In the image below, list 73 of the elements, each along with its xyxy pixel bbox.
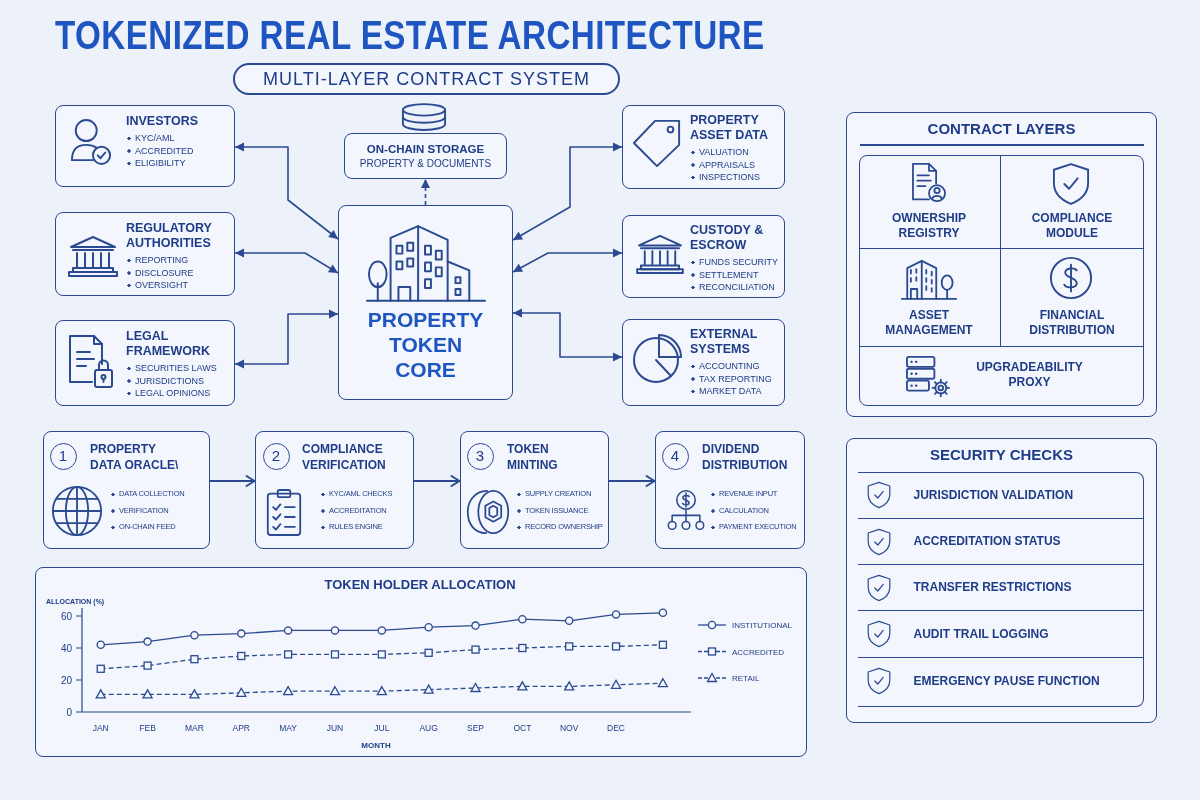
- card-title: EXTERNAL SYSTEMS: [690, 327, 759, 357]
- panel-title: SECURITY CHECKS: [929, 446, 1074, 464]
- tick-label: NOV: [560, 723, 579, 733]
- check-label: JURISDICTION VALIDATION: [913, 487, 1074, 503]
- double-headed-arrow: [234, 248, 339, 274]
- tick-label: JAN: [92, 723, 109, 733]
- step-title: PROPERTY DATA ORACLE\: [90, 441, 180, 473]
- arrow: [209, 475, 256, 487]
- double-headed-arrow: [234, 142, 339, 240]
- layer-label: COMPLIANCE MODULE: [1030, 210, 1114, 241]
- contract-layer-tile: [858, 248, 1001, 347]
- card-title: LEGAL FRAMEWORK: [126, 329, 211, 359]
- panel-title: CONTRACT LAYERS: [927, 120, 1076, 138]
- tick-label: MAY: [279, 723, 297, 733]
- tick-label: APR: [232, 723, 250, 733]
- layer-label: FINANCIAL DISTRIBUTION: [1028, 307, 1116, 338]
- arrow: [413, 475, 461, 487]
- legend-label: INSTITUTIONAL: [732, 621, 792, 630]
- page-title: TOKENIZED REAL ESTATE ARCHITECTURE: [55, 12, 765, 58]
- double-headed-arrow: [512, 308, 623, 362]
- chart-title: TOKEN HOLDER ALLOCATION: [324, 577, 516, 592]
- check-label: AUDIT TRAIL LOGGING: [913, 626, 1049, 642]
- step-title: COMPLIANCE VERIFICATION: [302, 441, 387, 473]
- step-card: [460, 431, 609, 549]
- layer-label: OWNERSHIP REGISTRY: [891, 210, 967, 241]
- tick-label: 0: [66, 706, 72, 718]
- axis-title: MONTH: [361, 741, 391, 750]
- storage-title: ON-CHAIN STORAGE: [366, 141, 485, 157]
- dashed-arrow: [421, 178, 430, 206]
- step-card: [655, 431, 805, 549]
- check-label: EMERGENCY PAUSE FUNCTION: [913, 673, 1100, 689]
- layer-label: ASSET MANAGEMENT: [884, 307, 974, 338]
- arrow: [608, 475, 656, 487]
- card-title: REGULATORY AUTHORITIES: [126, 221, 213, 251]
- tick-label: 60: [60, 610, 72, 622]
- check-label: ACCREDITATION STATUS: [913, 534, 1061, 549]
- info-card: [55, 320, 235, 406]
- step-card: [43, 431, 210, 549]
- tick-label: AUG: [419, 723, 438, 733]
- layers-panel: [846, 112, 1157, 417]
- info-card: [55, 105, 235, 187]
- double-headed-arrow: [234, 309, 339, 369]
- legend-label: ACCREDITED: [732, 647, 784, 657]
- tick-label: DEC: [607, 723, 625, 733]
- tick-label: OCT: [513, 723, 532, 733]
- step-title: TOKEN MINTING: [507, 441, 559, 473]
- info-card: [622, 319, 785, 406]
- tick-label: SEP: [467, 723, 484, 733]
- contract-layer-tile: [858, 154, 1001, 249]
- tick-label: 20: [60, 674, 72, 686]
- tick-label: JUL: [374, 723, 390, 733]
- step-title: DIVIDEND DISTRIBUTION: [702, 441, 789, 473]
- info-card: [622, 215, 785, 298]
- subtitle-pill: MULTI-LAYER CONTRACT SYSTEM: [233, 63, 620, 95]
- card-title: INVESTORS: [126, 114, 198, 129]
- tick-label: 40: [60, 642, 72, 654]
- info-card: [55, 212, 235, 296]
- double-headed-arrow: [512, 248, 623, 273]
- core-card: [338, 205, 513, 400]
- double-headed-arrow: [512, 142, 623, 241]
- tick-label: JUN: [326, 723, 344, 733]
- tick-label: MAR: [185, 723, 204, 733]
- legend-label: RETAIL: [732, 674, 760, 683]
- check-label: TRANSFER RESTRICTIONS: [913, 580, 1072, 595]
- core-title: PROPERTY TOKEN CORE: [366, 307, 485, 382]
- info-card: [622, 105, 785, 189]
- layer-label: UPGRADEABILITY PROXY: [975, 359, 1084, 390]
- checks-panel: [846, 438, 1157, 723]
- step-card: [255, 431, 414, 549]
- storage-subtitle: PROPERTY & DOCUMENTS: [359, 156, 492, 171]
- card-title: PROPERTY ASSET DATA: [690, 113, 769, 143]
- card-title: CUSTODY & ESCROW: [690, 223, 765, 253]
- tick-label: FEB: [139, 723, 156, 733]
